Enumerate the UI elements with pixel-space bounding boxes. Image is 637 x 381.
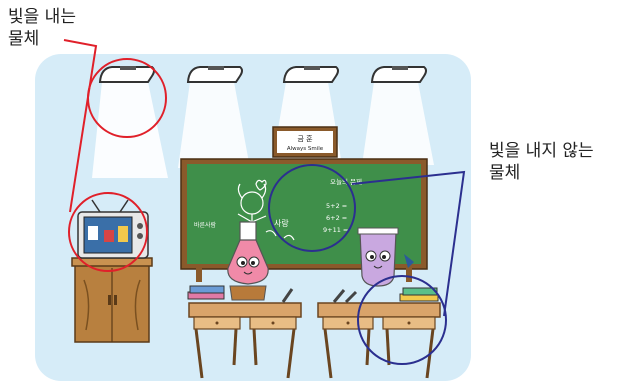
ceiling-lamps bbox=[98, 66, 427, 83]
emitting-highlights bbox=[63, 39, 167, 272]
board-problem-1: 5+2 = bbox=[326, 202, 347, 210]
doodle-text: 사랑 bbox=[274, 218, 289, 228]
tv-cabinet bbox=[71, 257, 153, 343]
label-non-emitting-objects: 빛을 내지 않는 물체 bbox=[489, 141, 594, 183]
emitting-circle-tv bbox=[68, 192, 148, 272]
desk-left bbox=[188, 302, 302, 379]
sign-line-2: Always Smile bbox=[287, 146, 324, 152]
non-emitting-circle-board bbox=[268, 164, 356, 252]
non-emitting-pointer bbox=[351, 170, 466, 317]
beaker-character-right bbox=[357, 227, 414, 287]
books-right bbox=[332, 287, 439, 304]
board-problem-3: 9+11 = bbox=[323, 226, 348, 234]
non-emitting-highlights bbox=[268, 164, 466, 365]
name-sign: 금 훈 Always Smile bbox=[272, 126, 338, 158]
non-emitting-circle-desk bbox=[357, 275, 447, 365]
lamp-3 bbox=[282, 66, 339, 83]
books-left bbox=[187, 285, 294, 303]
desk-right bbox=[317, 302, 441, 379]
board-problem-2: 6+2 = bbox=[326, 214, 347, 222]
emitting-pointer bbox=[63, 39, 98, 213]
label-emitting-objects: 빛을 내는 물체 bbox=[8, 7, 76, 49]
sign-line-1: 금 훈 bbox=[297, 134, 313, 143]
television bbox=[77, 199, 149, 259]
flask-character-left bbox=[227, 221, 269, 301]
board-side-text: 바른사람 bbox=[194, 221, 217, 229]
lamp-2 bbox=[186, 66, 243, 83]
lamp-4 bbox=[370, 66, 427, 83]
